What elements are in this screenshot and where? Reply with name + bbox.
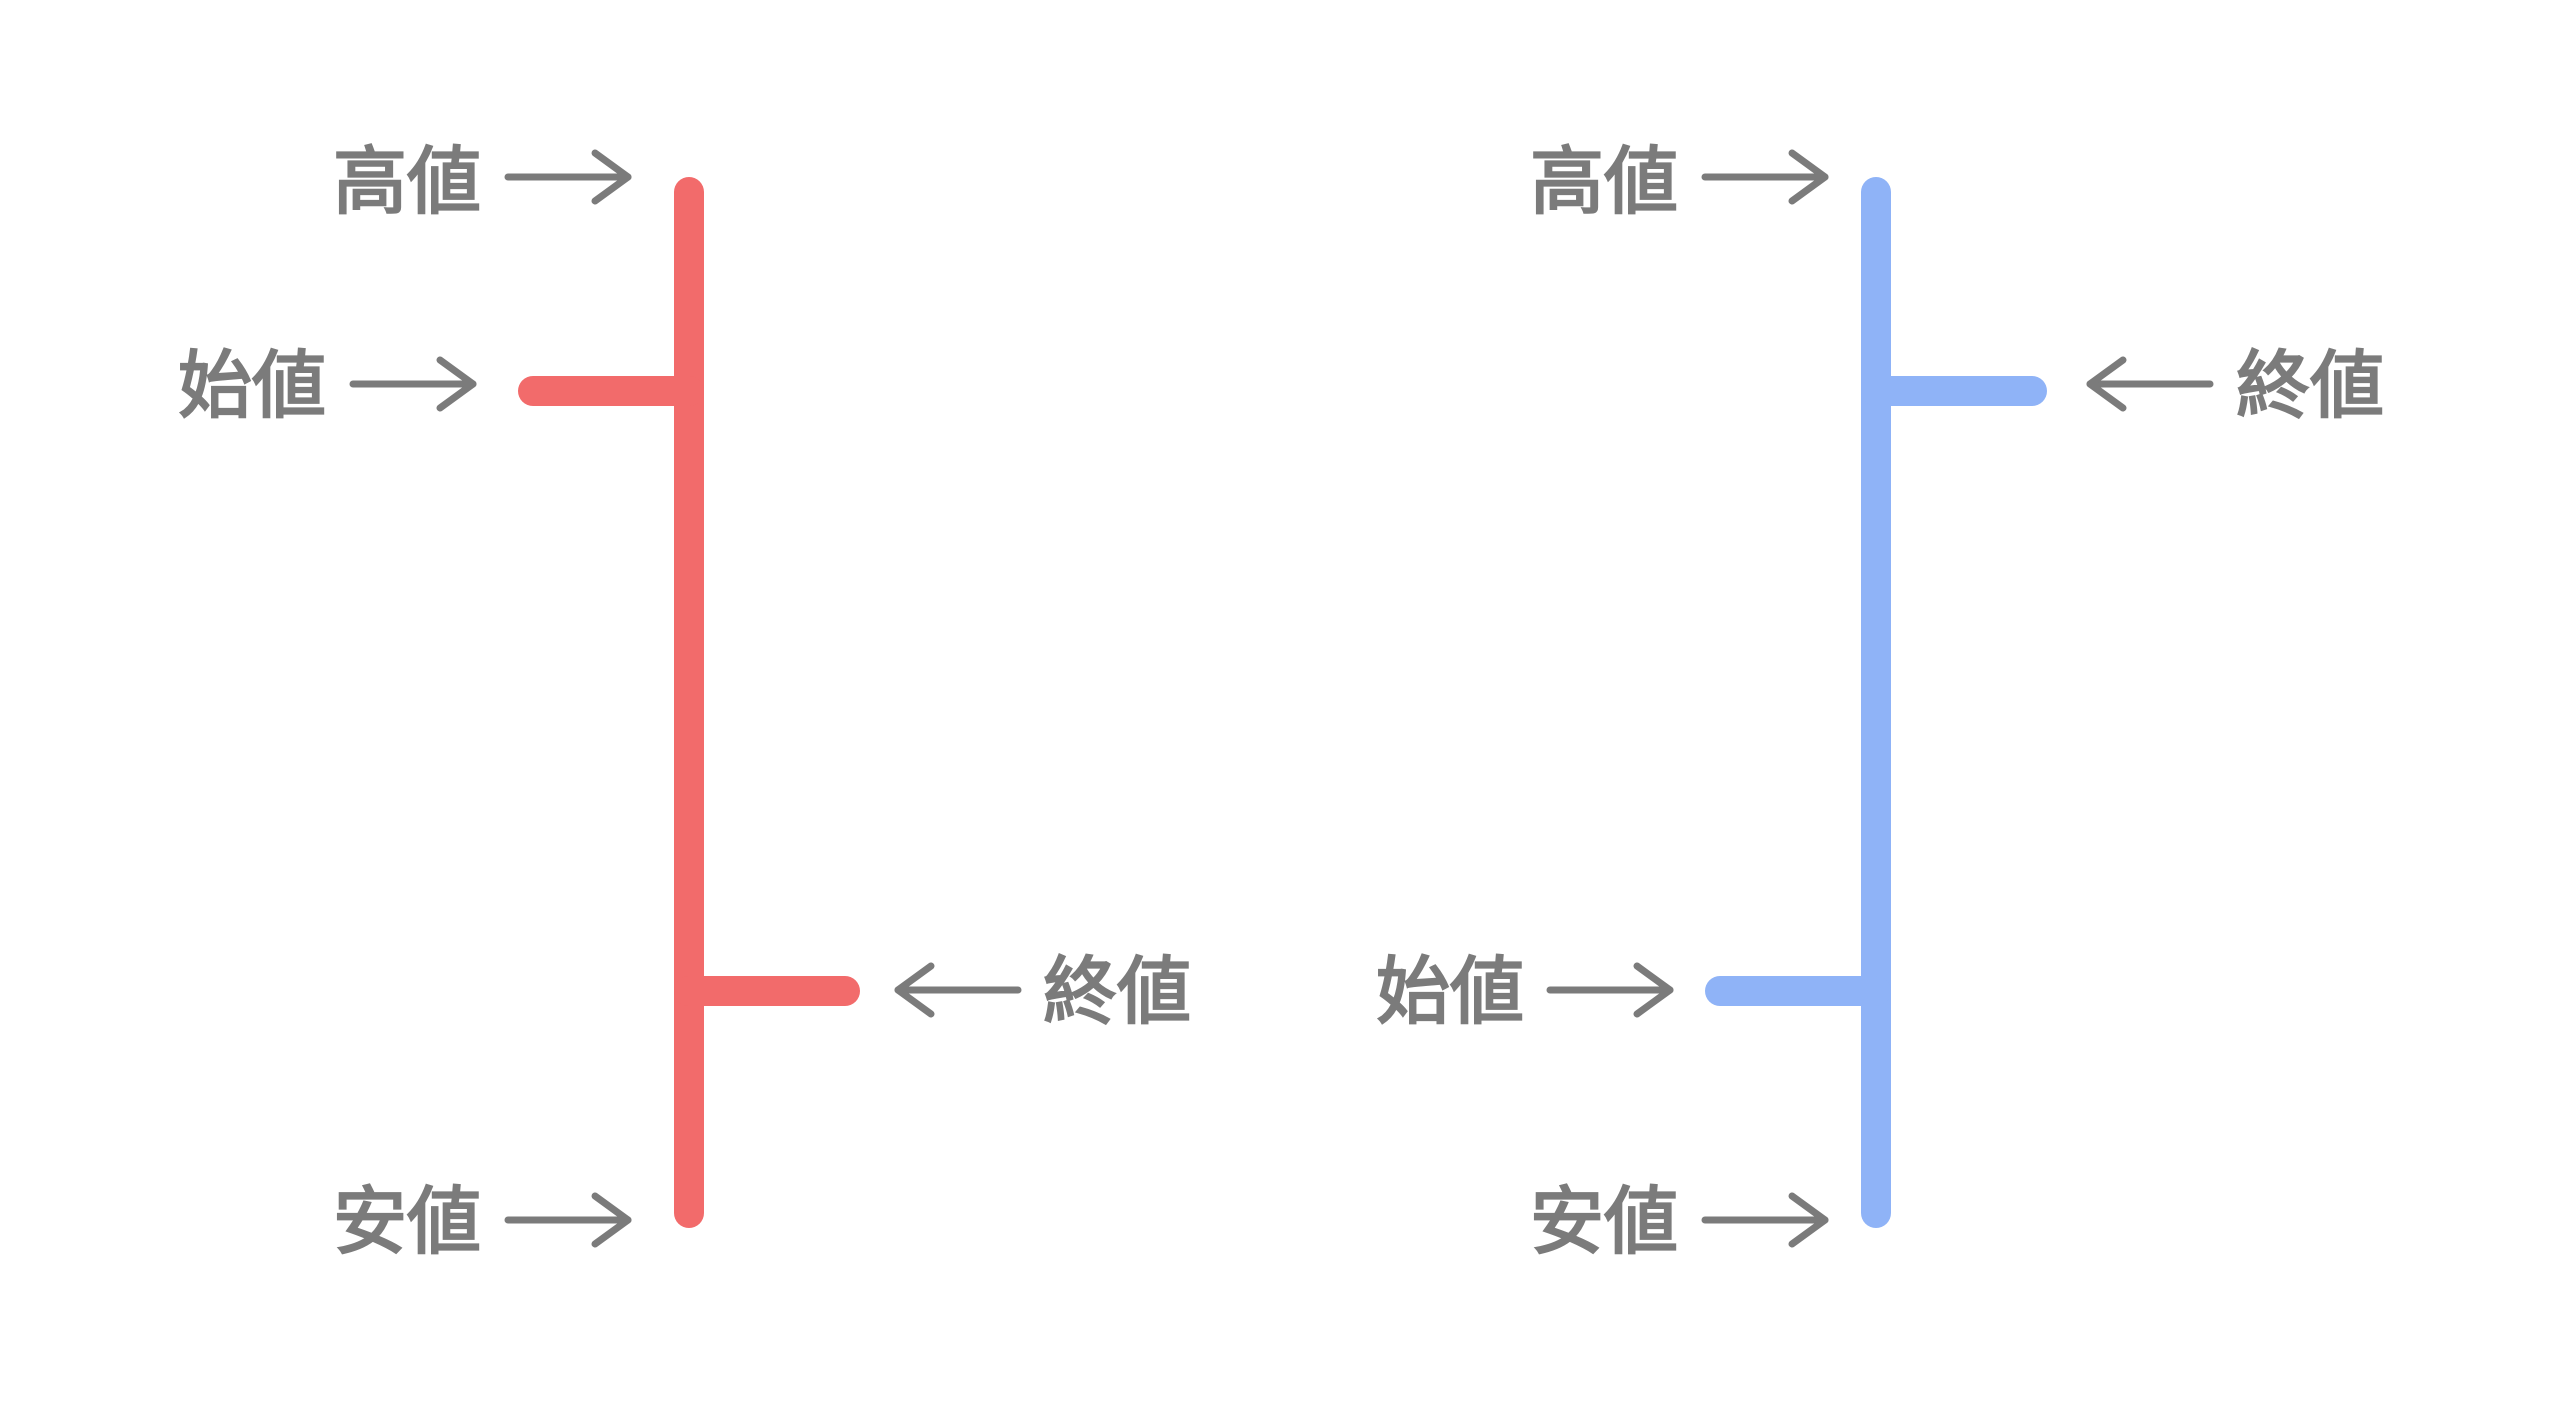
arrow-icon [894,962,1022,1018]
bullish-ohlc-bar: 高値 終値 始値 安値 [1376,139,2384,1265]
arrow-icon [1546,962,1674,1018]
bearish-ohlc-bar: 高値 始値 終値 安値 [178,139,1191,1265]
arrow-icon [1701,1192,1829,1248]
bearish-close-label: 終値 [1043,949,1191,1035]
bearish-high-label: 高値 [333,139,481,225]
arrow-icon [2086,356,2214,412]
arrow-icon [504,149,632,205]
bullish-open-label: 始値 [1376,949,1524,1035]
bullish-close-label: 終値 [2236,343,2384,429]
arrow-icon [1701,149,1829,205]
arrow-icon [504,1192,632,1248]
bearish-open-label: 始値 [178,343,326,429]
bearish-low-label: 安値 [333,1179,481,1265]
bullish-high-label: 高値 [1530,139,1678,225]
bullish-low-label: 安値 [1530,1179,1678,1265]
arrow-icon [349,356,477,412]
